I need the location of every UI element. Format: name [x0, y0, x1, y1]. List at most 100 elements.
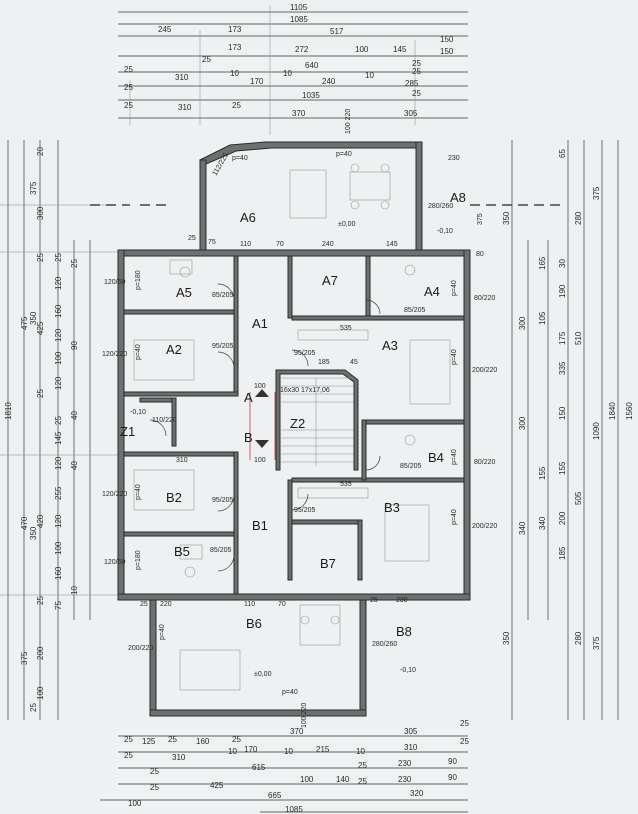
dim-label: 160 — [196, 737, 210, 746]
dim-label: 340 — [538, 516, 547, 530]
dim-label: 90 — [70, 341, 79, 350]
dim-label: 1810 — [4, 402, 13, 420]
annotation: 80/220 — [474, 295, 496, 302]
dim-label: 375 — [29, 181, 38, 195]
dim-label: 155 — [538, 466, 547, 480]
annotation: 110 — [244, 601, 255, 608]
room-label-b3: B3 — [384, 500, 400, 515]
dim-label: 160 — [54, 304, 63, 318]
dim-label: 25 — [202, 55, 211, 64]
dim-label: 1090 — [592, 422, 601, 440]
dim-label: 100 — [54, 351, 63, 365]
dim-label: 25 — [29, 703, 38, 712]
room-label-z2: Z2 — [290, 416, 305, 431]
annotation: 95/205 — [294, 507, 316, 514]
annotation: 16x30 17x17,06 — [280, 387, 330, 394]
annotation: 310 — [176, 457, 188, 464]
left-dimension-labels: 1810 475 470 375 375 350 350 25 20 300 2… — [4, 147, 79, 712]
annotation: -0,10 — [437, 228, 453, 235]
room-label-b2: B2 — [166, 490, 182, 505]
dim-label: 100 — [54, 541, 63, 555]
dim-label: 10 — [70, 586, 79, 595]
dim-label: 280 — [574, 631, 583, 645]
dim-label: 65 — [558, 149, 567, 158]
room-label-b: B — [244, 430, 253, 445]
dim-label: 25 — [124, 65, 133, 74]
annotation: 95/205 — [294, 350, 316, 357]
dim-label: 10 — [283, 69, 292, 78]
annotation: 25 — [140, 601, 148, 608]
dim-label: 230 — [398, 759, 412, 768]
room-label-b7: B7 — [320, 556, 336, 571]
annotation: 85/205 — [404, 307, 426, 314]
annotation: 70 — [276, 241, 284, 248]
annotation: 230 — [396, 597, 408, 604]
annotation: 110 — [240, 241, 251, 248]
room-label-a1: A1 — [252, 316, 268, 331]
right-dimension-labels: 1560 1840 375 1090 375 280 510 505 280 6… — [502, 149, 634, 650]
dim-top-1085: 1085 — [290, 15, 308, 24]
staircase — [280, 377, 354, 466]
dim-label: 425 — [210, 781, 224, 790]
dim-label: 125 — [142, 737, 156, 746]
annotation: 25 — [370, 597, 378, 604]
dim-label: 25 — [232, 735, 241, 744]
dim-label: 200 — [36, 646, 45, 660]
entrance-up-arrow-icon — [255, 389, 269, 397]
dim-label: 285 — [405, 79, 419, 88]
dim-label: 173 — [228, 43, 242, 52]
dim-label: 25 — [54, 416, 63, 425]
dim-top-1105: 1105 — [290, 3, 308, 12]
dim-label: 305 — [404, 109, 418, 118]
dim-label: 280 — [574, 211, 583, 225]
annotation: 100 — [254, 383, 266, 390]
dim-label: 150 — [440, 35, 454, 44]
dim-label: 25 — [150, 767, 159, 776]
dim-label: 370 — [292, 109, 306, 118]
dim-label: 145 — [54, 431, 63, 445]
annotation: p=40 — [451, 349, 458, 365]
dim-label: 100 — [128, 799, 142, 808]
entrance-down-arrow-icon — [255, 440, 269, 448]
dim-label: 150 — [558, 406, 567, 420]
room-label-a: A — [244, 390, 253, 405]
dim-label: 185 — [558, 546, 567, 560]
dim-label: 25 — [168, 735, 177, 744]
top-dimension-labels: 1105 1085 245 173 517 150 173 272 100 14… — [124, 3, 454, 118]
dim-label: 30 — [558, 259, 567, 268]
annotation: 280/260 — [372, 641, 397, 648]
dim-label: 215 — [316, 745, 330, 754]
dim-label: 505 — [574, 491, 583, 505]
dim-label: 100 — [300, 775, 314, 784]
dim-label: 1085 — [285, 805, 303, 814]
dim-label: 25 — [412, 89, 421, 98]
dim-label: 25 — [36, 389, 45, 398]
annotation: 200/220 — [128, 645, 153, 652]
dim-label: 100 — [355, 45, 369, 54]
room-label-a7: A7 — [322, 273, 338, 288]
dim-label: 470 — [20, 516, 29, 530]
dim-label: 375 — [20, 651, 29, 665]
dim-label: 350 — [29, 526, 38, 540]
dim-label: 1560 — [625, 402, 634, 420]
dim-label: 145 — [393, 45, 407, 54]
top-dimension-lines — [118, 5, 468, 135]
dim-label: 255 — [54, 486, 63, 500]
room-label-a6: A6 — [240, 210, 256, 225]
annotation: p=40 — [159, 624, 166, 640]
annotation: 200/220 — [472, 367, 497, 374]
dim-label: 10 — [356, 747, 365, 756]
annotation: 120/60 — [104, 559, 126, 566]
dim-label: 25 — [124, 83, 133, 92]
dim-label: 170 — [250, 77, 264, 86]
dim-label: 510 — [574, 331, 583, 345]
annotation: 185 — [318, 359, 330, 366]
dim-label: 1035 — [302, 91, 320, 100]
dim-label: 25 — [412, 59, 421, 68]
dim-label: 90 — [448, 757, 457, 766]
dim-label: 310 — [404, 743, 418, 752]
dim-label: 370 — [290, 727, 304, 736]
dim-label: 350 — [502, 211, 511, 225]
interior-walls — [123, 255, 465, 595]
